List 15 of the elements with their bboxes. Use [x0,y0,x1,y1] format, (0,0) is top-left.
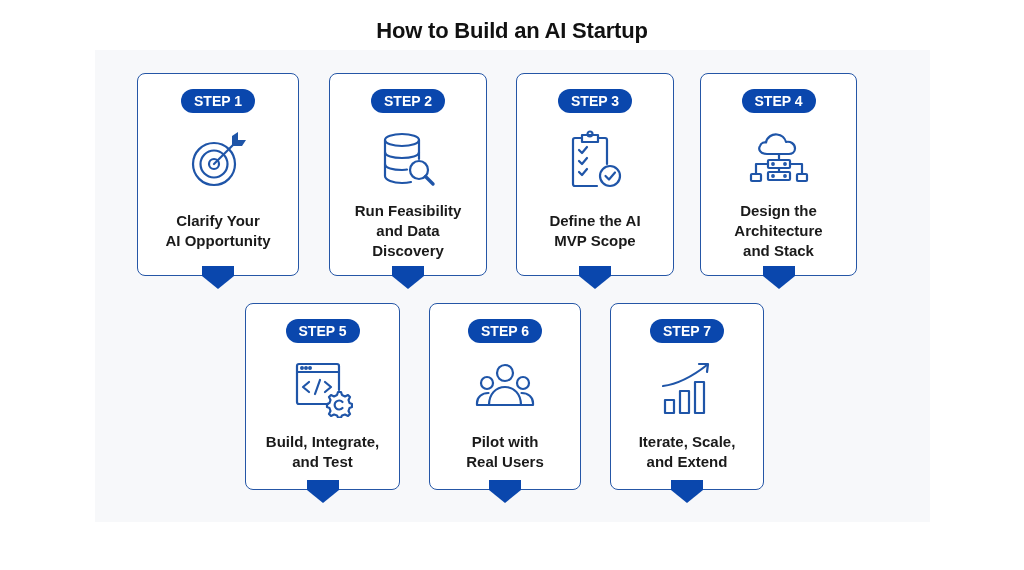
step-badge: STEP 4 [741,89,816,113]
step-badge: STEP 7 [650,319,724,343]
step-description: Iterate, Scale, and Extend [637,432,737,472]
step-badge: STEP 1 [181,89,255,113]
step-description: Build, Integrate, and Test [264,432,381,472]
step-badge: STEP 2 [371,89,445,113]
step-description: Define the AI MVP Scope [548,211,642,251]
step-description: Run Feasibility and Data Discovery [353,201,463,261]
step-description: Clarify Your AI Opportunity [164,211,272,251]
step-badge: STEP 6 [468,319,542,343]
step-badge: STEP 3 [558,89,632,113]
step-badge: STEP 5 [285,319,360,343]
diagram-title: How to Build an AI Startup [376,18,648,43]
step-description: Pilot with Real Users [465,432,545,472]
step-description: Design the Architecture and Stack [733,201,824,261]
